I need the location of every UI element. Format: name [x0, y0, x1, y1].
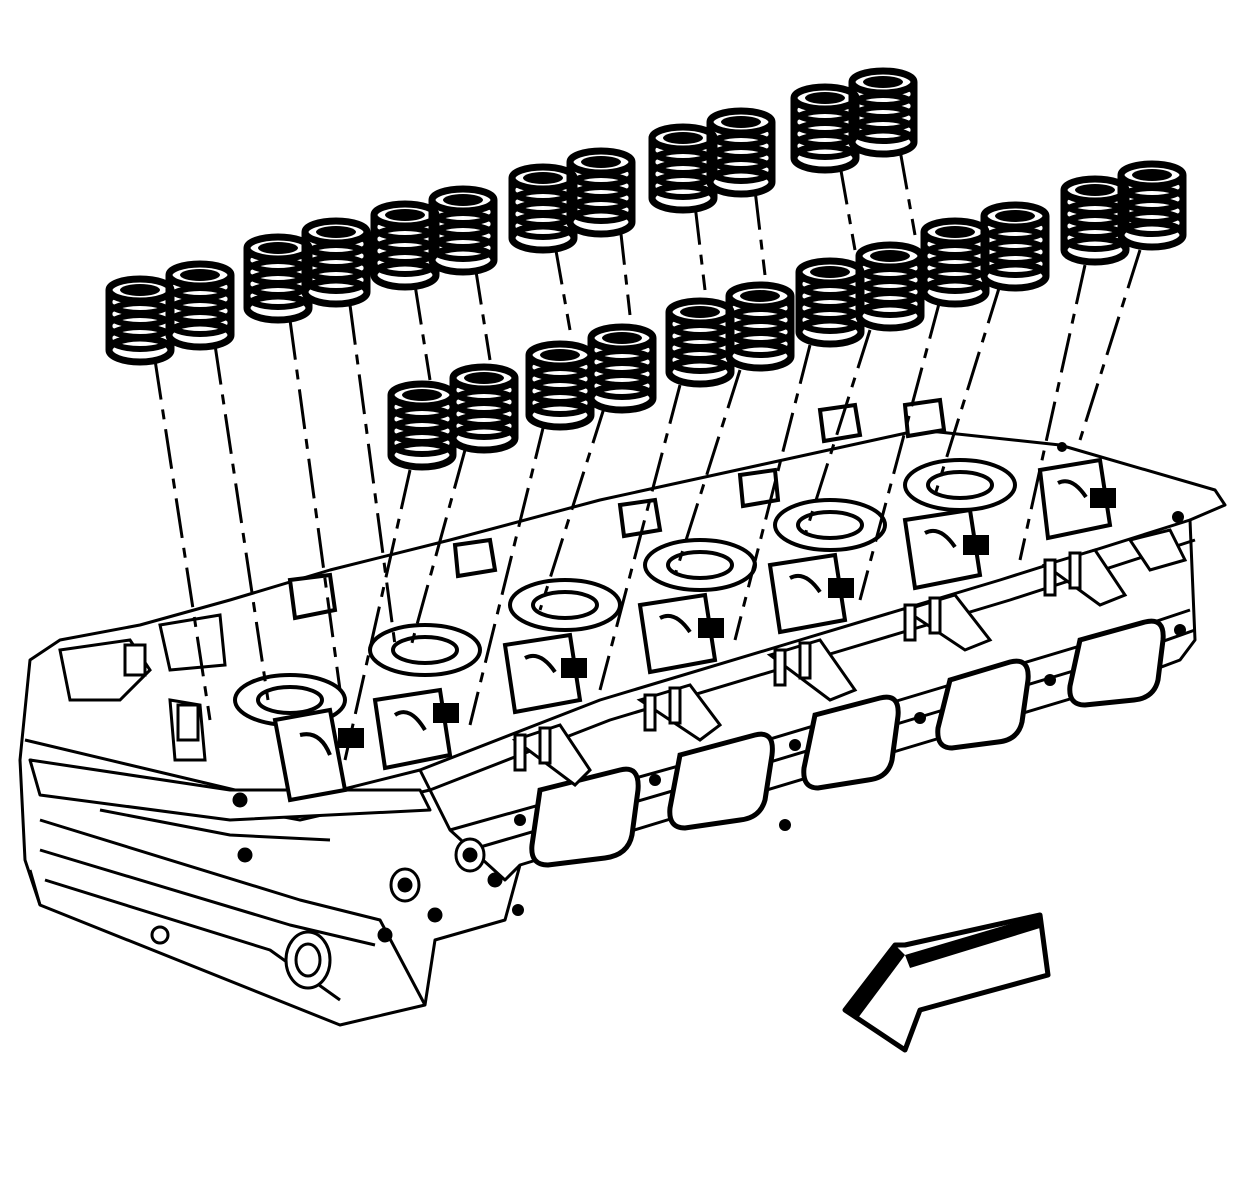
valve-spring — [669, 301, 731, 384]
valve-spring — [247, 237, 309, 320]
spring-seats — [233, 458, 1017, 727]
bolt-holes — [512, 442, 1186, 916]
valve-spring — [169, 264, 231, 347]
valve-spring — [391, 384, 453, 467]
valve-spring — [799, 261, 861, 344]
arrow-left-icon — [842, 912, 1051, 1053]
valve-spring — [852, 71, 914, 154]
valve-spring — [570, 151, 632, 234]
exhaust-ports — [529, 618, 1166, 868]
valve-spring — [984, 205, 1046, 288]
valve-spring — [924, 221, 986, 304]
valve-spring — [710, 111, 772, 194]
cam-bearing-towers — [272, 397, 1116, 803]
valve-spring — [109, 279, 171, 362]
valve-spring — [432, 189, 494, 272]
valve-spring — [374, 204, 436, 287]
valve-spring — [1121, 164, 1183, 247]
valve-spring — [529, 344, 591, 427]
valve-spring — [859, 245, 921, 328]
head-end-details — [58, 613, 503, 990]
deck-studs — [123, 551, 1082, 772]
valve-spring — [305, 221, 367, 304]
valve-spring — [794, 87, 856, 170]
valve-spring — [729, 285, 791, 368]
valve-spring — [512, 167, 574, 250]
valve-spring — [652, 127, 714, 210]
valve-spring — [453, 367, 515, 450]
valve-spring — [591, 327, 653, 410]
alignment-leader-lines — [153, 149, 1142, 761]
valve-spring — [1064, 179, 1126, 262]
